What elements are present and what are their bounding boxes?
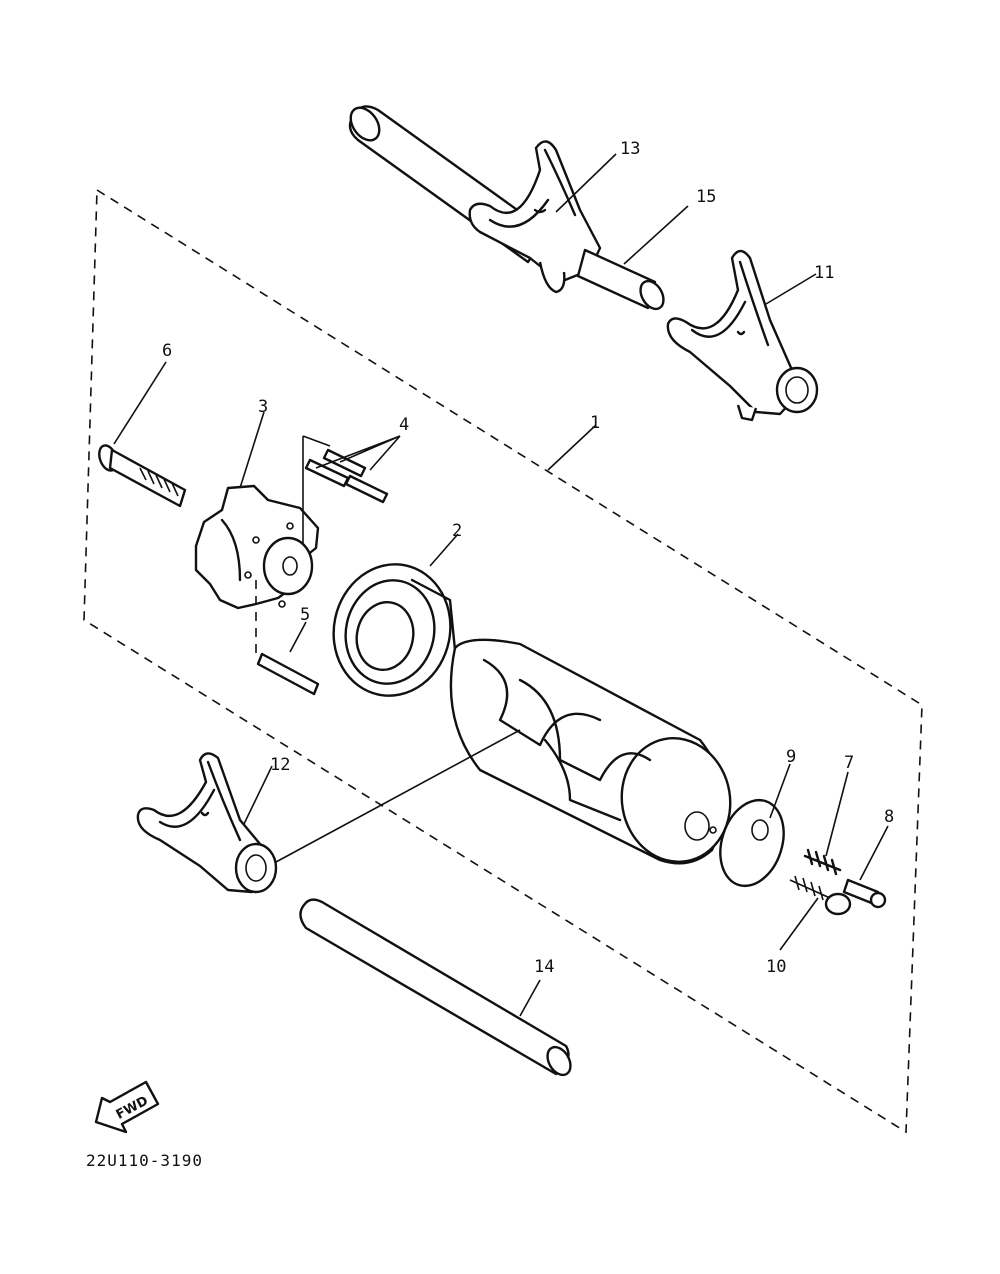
callout-3: 3 bbox=[258, 397, 268, 417]
leader-15 bbox=[623, 205, 689, 265]
segment-3 bbox=[194, 484, 320, 610]
pin-5 bbox=[255, 580, 320, 696]
pins-4 bbox=[302, 435, 389, 544]
shift-fork-right-11 bbox=[666, 249, 819, 422]
leader-9 bbox=[769, 763, 791, 819]
leader-11 bbox=[765, 273, 817, 305]
callout-14: 14 bbox=[534, 957, 554, 977]
leader-12 bbox=[243, 765, 273, 825]
shaft-collar-15 bbox=[576, 248, 665, 311]
washer-9 bbox=[719, 798, 785, 888]
plunger-8 bbox=[842, 878, 887, 909]
callout-2: 2 bbox=[452, 521, 462, 541]
shift-fork-upper-13 bbox=[348, 105, 602, 294]
leader-1 bbox=[547, 424, 597, 471]
leader-8 bbox=[859, 825, 889, 881]
fwd-arrow-icon: FWD bbox=[94, 1080, 160, 1134]
shaft-14 bbox=[299, 898, 572, 1077]
callout-8: 8 bbox=[884, 807, 894, 827]
leader-7 bbox=[825, 771, 849, 857]
callout-15: 15 bbox=[696, 187, 716, 207]
bolt-6 bbox=[98, 444, 187, 508]
shift-fork-lower-12 bbox=[136, 752, 278, 894]
callout-10: 10 bbox=[766, 957, 786, 977]
callout-1: 1 bbox=[590, 413, 600, 433]
assembly-boundary bbox=[83, 188, 923, 1134]
callout-11: 11 bbox=[814, 263, 834, 283]
spring-7 bbox=[803, 848, 842, 876]
callout-13: 13 bbox=[620, 139, 640, 159]
diagram-code: 22U110-3190 bbox=[86, 1151, 203, 1170]
leader-14 bbox=[519, 979, 541, 1017]
leader-3 bbox=[239, 411, 265, 489]
callout-4: 4 bbox=[399, 415, 409, 435]
bearing-2 bbox=[332, 563, 457, 697]
callout-6: 6 bbox=[162, 341, 172, 361]
callout-9: 9 bbox=[786, 747, 796, 767]
leader-4 bbox=[315, 435, 401, 471]
callout-5: 5 bbox=[300, 605, 310, 625]
callout-7: 7 bbox=[844, 753, 854, 773]
leader-2 bbox=[429, 533, 459, 567]
leader-10 bbox=[779, 897, 819, 951]
callout-12: 12 bbox=[270, 755, 290, 775]
shift-drum-1 bbox=[449, 638, 732, 865]
leader-5 bbox=[289, 621, 307, 653]
leader-13 bbox=[555, 153, 617, 213]
screw-10 bbox=[789, 875, 852, 916]
leader-6 bbox=[113, 361, 167, 445]
leader-12b bbox=[275, 729, 521, 863]
